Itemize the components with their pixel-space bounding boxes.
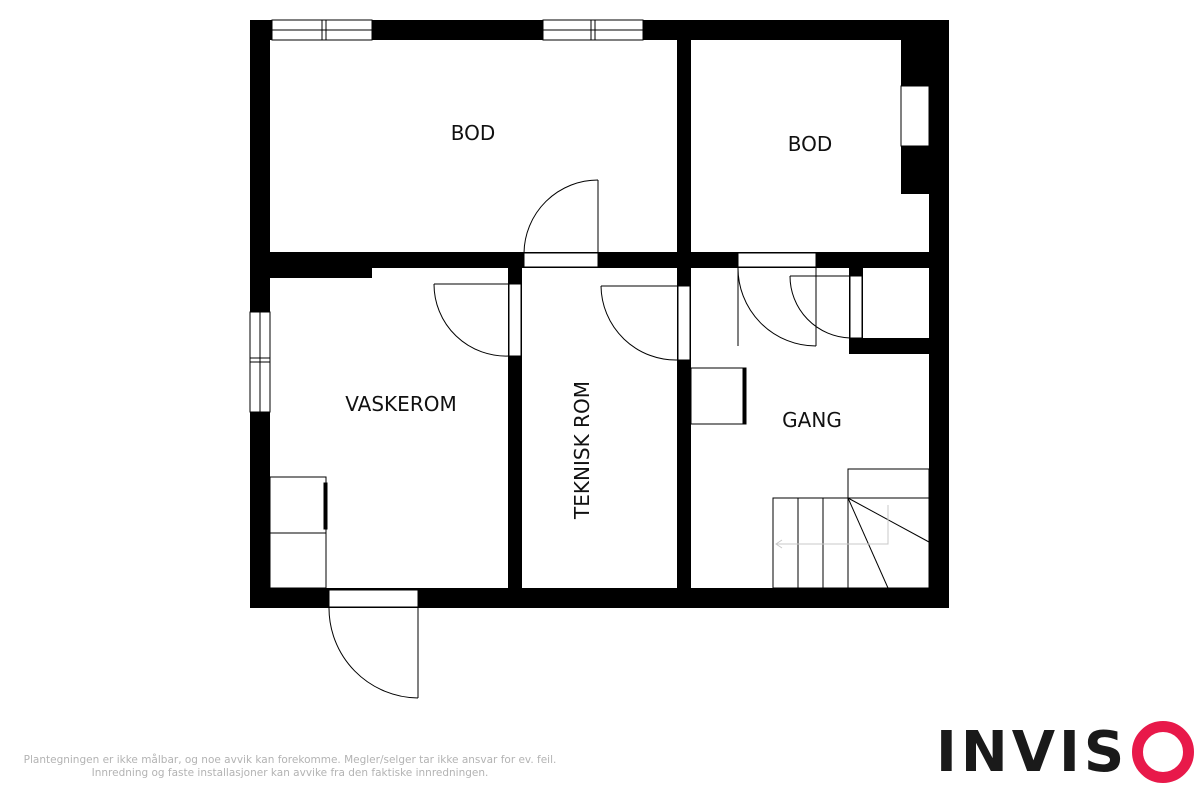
door-gang-bod <box>737 252 817 347</box>
room-label-bod-left: BOD <box>451 121 496 145</box>
door-teknisk-rom <box>600 285 691 361</box>
logo-text: INVIS <box>936 719 1129 785</box>
room-label-vaskerom: VASKEROM <box>345 392 456 416</box>
door-vaskerom <box>433 283 522 357</box>
fixture-gang <box>690 367 747 425</box>
disclaimer-line-2: Innredning og faste installasjoner kan a… <box>91 767 489 779</box>
door-closet <box>789 275 863 339</box>
room-label-teknisk-rom: TEKNISK ROM <box>570 381 594 520</box>
staircase <box>772 468 930 589</box>
fixture-vaskerom <box>269 476 328 589</box>
logo-o-ring-icon <box>1132 721 1195 783</box>
door-entrance <box>328 589 419 699</box>
windows <box>249 19 930 413</box>
room-label-gang: GANG <box>782 408 842 432</box>
fixtures <box>269 367 747 589</box>
door-bod-teknisk <box>523 179 599 268</box>
disclaimer: Plantegningen er ikke målbar, og noe avv… <box>20 754 560 780</box>
inviso-logo: INVIS <box>936 719 1195 785</box>
disclaimer-line-1: Plantegningen er ikke målbar, og noe avv… <box>23 754 557 766</box>
window-top-left <box>271 19 373 41</box>
doors <box>328 179 863 699</box>
outer-walls <box>250 20 949 608</box>
window-left <box>249 311 271 413</box>
window-top-middle <box>542 19 644 41</box>
room-label-bod-right: BOD <box>788 132 833 156</box>
room-labels: BOD BOD VASKEROM TEKNISK ROM GANG <box>345 121 842 520</box>
niche-bod-right <box>900 85 930 147</box>
